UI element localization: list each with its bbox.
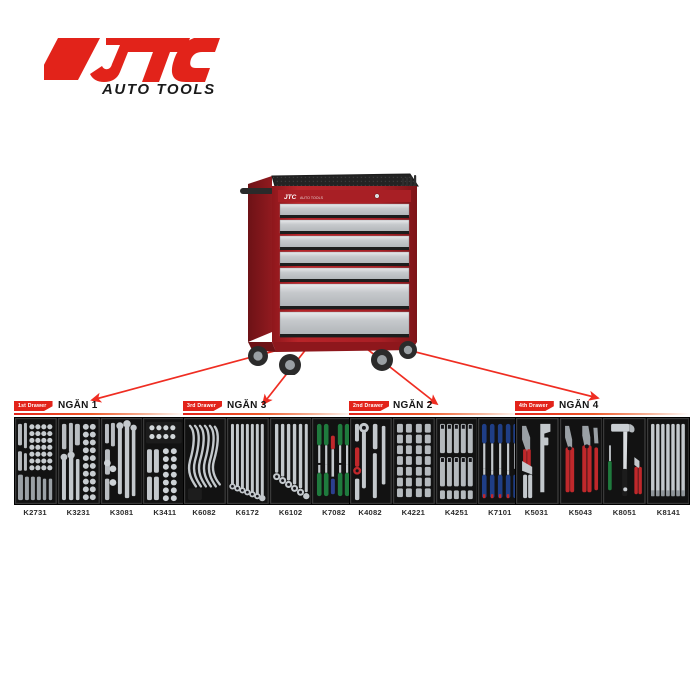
panel-divider — [183, 413, 355, 415]
drawer-ribbon-badge: 3rd Drawer — [183, 401, 223, 411]
tool-tray-plier-wrench-set[interactable] — [516, 418, 559, 504]
product-code: K5043 — [568, 508, 593, 517]
tool-tray-green-screwdriver-set[interactable] — [312, 418, 354, 504]
product-code: K5031 — [524, 508, 549, 517]
tool-tray-row — [515, 417, 690, 505]
tool-tray-impact-socket-set[interactable] — [392, 418, 435, 504]
drawer-row — [279, 251, 410, 266]
product-code: K4251 — [444, 508, 469, 517]
roller-tool-cabinet: JTC AUTO TOOLS — [232, 160, 424, 375]
tool-tray-combination-wrench-set[interactable] — [226, 418, 269, 504]
panel-title: NGĂN 1 — [58, 400, 98, 411]
drawer-row — [279, 219, 410, 234]
product-code: K3411 — [153, 508, 177, 517]
drawer-ribbon-badge: 4th Drawer — [515, 401, 554, 411]
tool-tray-offset-wrench-set[interactable] — [184, 418, 226, 504]
tool-tray-socket-set[interactable] — [15, 418, 57, 504]
panel-title: NGĂN 4 — [559, 400, 599, 411]
drawer-ribbon-badge: 1st Drawer — [14, 401, 53, 411]
panel-header: 1st Drawer NGĂN 1 — [14, 400, 186, 415]
tool-tray-blue-screwdriver-set[interactable] — [478, 418, 520, 504]
panel-header: 2nd Drawer NGĂN 2 — [349, 400, 521, 415]
drawer-row — [279, 267, 410, 282]
product-code-row: K5031 K5043 K8051 K8141 — [515, 508, 690, 517]
tool-tray-row — [14, 417, 186, 505]
panel-title: NGĂN 3 — [227, 400, 267, 411]
product-code: K4082 — [358, 508, 382, 517]
tool-tray-deep-socket-set[interactable] — [143, 418, 185, 504]
drawer-panel-1: 1st Drawer NGĂN 1 — [14, 400, 186, 525]
drawer-row — [279, 235, 410, 250]
tool-tray-extension-set[interactable] — [100, 418, 143, 504]
drawer-stack — [279, 203, 410, 338]
panel-divider — [349, 413, 521, 415]
cabinet-decal-sub: AUTO TOOLS — [300, 196, 324, 200]
cabinet-base — [272, 342, 417, 352]
product-code: K3231 — [66, 508, 91, 517]
tool-tray-ratchet-set[interactable] — [57, 418, 100, 504]
product-code: K7101 — [488, 508, 512, 517]
cabinet-side-panel — [248, 176, 272, 342]
push-handle — [240, 188, 274, 194]
panel-title: NGĂN 2 — [393, 400, 433, 411]
tool-tray-ratchet-wrench-set[interactable] — [269, 418, 312, 504]
product-code: K4221 — [401, 508, 426, 517]
drawer-panel-3: 3rd Drawer NGĂN 3 — [183, 400, 355, 525]
jtc-auto-tools-logo: AUTO TOOLS — [44, 32, 220, 98]
drawer-ribbon-badge: 2nd Drawer — [349, 401, 390, 411]
panel-header: 3rd Drawer NGĂN 3 — [183, 400, 355, 415]
cabinet-lock — [374, 193, 380, 199]
product-code-row: K6082 K6172 K6102 K7082 — [183, 508, 355, 517]
panel-divider — [14, 413, 186, 415]
panel-header: 4th Drawer NGĂN 4 — [515, 400, 690, 415]
product-code: K7082 — [322, 508, 346, 517]
product-code: K8051 — [612, 508, 637, 517]
drawer-row — [279, 283, 410, 310]
product-code: K8141 — [656, 508, 681, 517]
drawer-panel-2: 2nd Drawer NGĂN 2 — [349, 400, 521, 525]
tool-tray-hammer-set[interactable] — [603, 418, 646, 504]
product-code: K6172 — [235, 508, 260, 517]
product-code-row: K2731 K3231 K3081 K3411 — [14, 508, 186, 517]
drawer-panel-4: 4th Drawer NGĂN 4 — [515, 400, 690, 525]
tool-tray-bit-socket-set[interactable] — [435, 418, 478, 504]
drawer-row — [279, 203, 410, 218]
panel-divider — [515, 413, 690, 415]
tool-tray-plier-set[interactable] — [559, 418, 602, 504]
tool-tray-punch-chisel-set[interactable] — [646, 418, 689, 504]
product-code: K2731 — [23, 508, 47, 517]
caster-wheels — [248, 341, 417, 375]
cabinet-decal: JTC — [284, 194, 297, 201]
logo-tagline: AUTO TOOLS — [101, 81, 216, 98]
product-code: K6082 — [192, 508, 216, 517]
product-code-row: K4082 K4221 K4251 K7101 — [349, 508, 521, 517]
drawer-row — [279, 311, 410, 338]
tool-tray-row — [349, 417, 521, 505]
tool-tray-impact-ratchet-set[interactable] — [350, 418, 392, 504]
product-code: K3081 — [109, 508, 134, 517]
product-code: K6102 — [278, 508, 303, 517]
tool-tray-row — [183, 417, 355, 505]
